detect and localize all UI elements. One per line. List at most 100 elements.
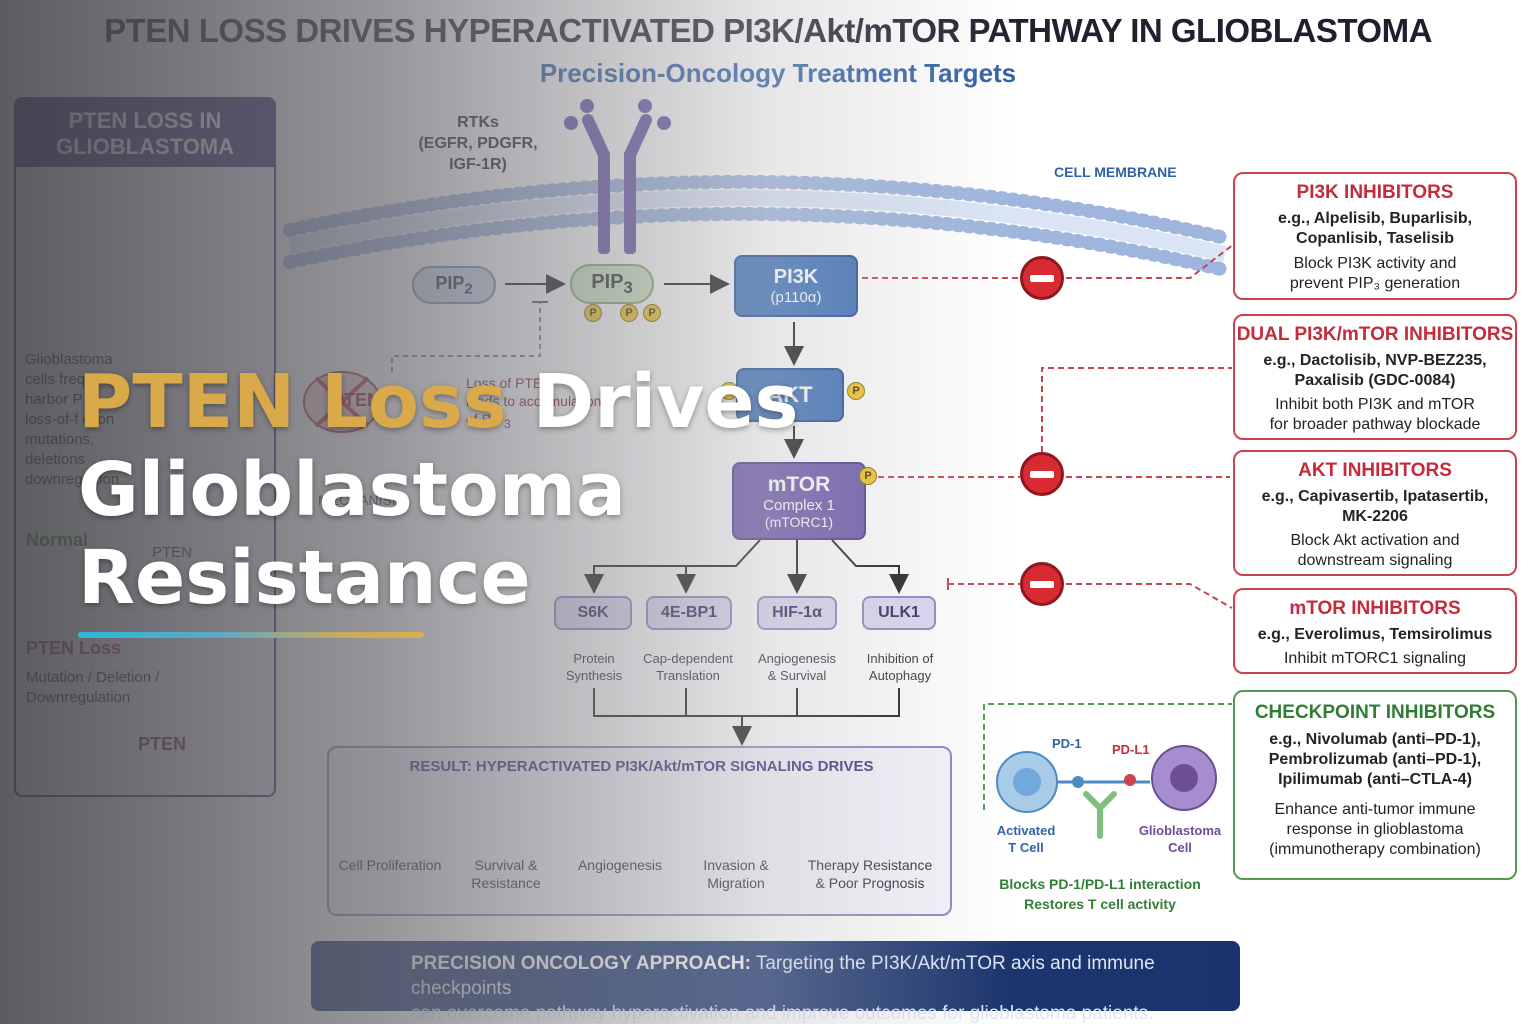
effector-desc-line: & Survival: [767, 668, 827, 683]
hero-accent-bar: [78, 632, 424, 638]
gbm-label-line: Glioblastoma: [1138, 823, 1222, 838]
checkpoint-note-line: Blocks PD-1/PD-L1 interaction: [999, 876, 1201, 892]
effector-desc-line: Angiogenesis: [757, 651, 837, 666]
result-item-survival: Survival & Resistance: [456, 856, 556, 892]
block-icon: [1020, 562, 1064, 606]
glioblastoma-cell-icon: [1151, 745, 1217, 811]
hero-line1: PTEN Loss Drives: [78, 358, 878, 446]
checkpoint-examples: Ipilimumab (anti–CTLA-4): [1278, 771, 1472, 788]
checkpoint-examples: Pembrolizumab (anti–PD-1),: [1268, 751, 1482, 768]
block-icon: [1020, 452, 1064, 496]
checkpoint-title: CHECKPOINT INHIBITORS: [1254, 702, 1496, 723]
rtk-receptor-icon: [564, 99, 671, 254]
rtk-label-line: (EGFR, PDGFR,: [418, 135, 538, 152]
panel-heading-line1: PTEN LOSS IN: [68, 108, 222, 133]
result-item-line: Invasion &: [703, 857, 769, 873]
phosphate-badge: P: [620, 304, 638, 322]
pip3-sub: 3: [623, 277, 633, 297]
pip2-sub: 2: [464, 280, 473, 298]
inhibitor-description: Inhibit mTORC1 signaling: [1283, 650, 1466, 667]
pip3-text: PIP3: [591, 271, 633, 298]
panel-heading-line2: GLIOBLASTOMA: [55, 134, 235, 159]
result-item-angiogenesis: Angiogenesis: [570, 856, 670, 874]
inhibitor-title: PI3K INHIBITORS: [1296, 182, 1454, 203]
dual-pi3k-mtor-inhibitors-card: DUAL PI3K/mTOR INHIBITORS e.g., Dactolis…: [1233, 314, 1517, 440]
pi3k-label: PI3K: [773, 266, 819, 288]
pd1-label: PD-1: [1052, 736, 1082, 751]
akt-inhibitors-card: AKT INHIBITORS e.g., Capivasertib, Ipata…: [1233, 450, 1517, 576]
pten-loss-panel-header: PTEN LOSS IN GLIOBLASTOMA: [16, 99, 274, 167]
inhibitor-title: DUAL PI3K/mTOR INHIBITORS: [1236, 324, 1514, 345]
result-item-invasion: Invasion & Migration: [686, 856, 786, 892]
gbm-label-line: Cell: [1168, 840, 1192, 855]
inhibitor-description: downstream signaling: [1297, 552, 1453, 569]
effector-desc-line: Autophagy: [868, 668, 932, 683]
inhibitor-description: prevent PIP₃ generation: [1289, 275, 1461, 292]
effector-4ebp1-desc: Cap-dependent Translation: [638, 650, 738, 684]
pi3k-node: PI3K (p110α): [734, 255, 858, 317]
hero-accent: PTEN Loss: [78, 359, 508, 445]
result-item-line: Therapy Resistance: [807, 857, 933, 873]
t-cell-label-line: Activated: [996, 823, 1056, 838]
inhibitor-examples: e.g., Dactolisib, NVP-BEZ235,: [1263, 352, 1487, 369]
rtk-label-line: IGF-1R): [449, 156, 507, 173]
antibody-icon: [1083, 791, 1117, 839]
precision-oncology-banner: PRECISION ONCOLOGY APPROACH: Targeting t…: [311, 941, 1240, 1024]
effector-desc-line: Inhibition of: [866, 651, 934, 666]
inhibitor-description: for broader pathway blockade: [1269, 416, 1481, 433]
pten-deleted-label: PTEN: [138, 734, 187, 754]
pten-loss-label: PTEN Loss: [26, 638, 122, 658]
phosphate-badge: P: [584, 304, 602, 322]
glioblastoma-cell-label: Glioblastoma Cell: [1132, 822, 1228, 856]
pip3-label: PIP: [591, 270, 624, 293]
pi3k-subunit: (p110α): [770, 289, 822, 306]
checkpoint-note: Blocks PD-1/PD-L1 interaction Restores T…: [984, 874, 1216, 914]
effector-desc-line: Translation: [656, 668, 720, 683]
effector-ulk1-desc: Inhibition of Autophagy: [852, 650, 948, 684]
result-title: RESULT: HYPERACTIVATED PI3K/Akt/mTOR SIG…: [409, 758, 874, 775]
pi3k-inhibitors-card: PI3K INHIBITORS e.g., Alpelisib, Buparli…: [1233, 172, 1517, 300]
checkpoint-description: (immunotherapy combination): [1269, 841, 1481, 858]
result-item-line: & Poor Prognosis: [815, 875, 925, 891]
pip2-node: PIP2: [412, 266, 496, 304]
result-item-line: Resistance: [471, 875, 541, 891]
mtor-inhibitors-card: mTOR INHIBITORS e.g., Everolimus, Temsir…: [1233, 588, 1517, 674]
pdl1-label: PD-L1: [1112, 742, 1150, 757]
result-item-line: Angiogenesis: [577, 857, 663, 873]
inhibitor-examples: Paxalisib (GDC-0084): [1294, 372, 1456, 389]
inhibitor-examples: e.g., Alpelisib, Buparlisib,: [1277, 210, 1473, 227]
t-cell-label: Activated T Cell: [986, 822, 1066, 856]
pip3-node: PIP3: [570, 264, 654, 304]
t-cell-icon: [996, 751, 1058, 813]
causes-line: Downregulation: [26, 689, 131, 706]
inhibitor-title: AKT INHIBITORS: [1298, 460, 1452, 481]
inhibitor-examples: e.g., Everolimus, Temsirolimus: [1257, 626, 1493, 643]
result-item-line: Migration: [707, 875, 765, 891]
result-item-proliferation: Cell Proliferation: [336, 856, 444, 874]
inhibitor-title: mTOR INHIBITORS: [1289, 598, 1461, 619]
effector-desc-line: Synthesis: [565, 668, 623, 683]
pip2-label: PIP: [435, 272, 465, 293]
effector-desc-line: Cap-dependent: [643, 651, 733, 666]
rtk-label-line: RTKs: [457, 114, 499, 131]
t-cell-label-line: T Cell: [1008, 840, 1044, 855]
pip2-text: PIP2: [435, 273, 472, 298]
pten-loss-causes: Mutation / Deletion / Downregulation: [26, 668, 159, 708]
inhibitor-description: Block Akt activation and: [1290, 532, 1460, 549]
hero-line3: Resistance: [78, 535, 531, 621]
inhibitor-description: Inhibit both PI3K and mTOR: [1275, 396, 1475, 413]
effector-hif1a-desc: Angiogenesis & Survival: [748, 650, 846, 684]
result-item-therapy-resistance: Therapy Resistance & Poor Prognosis: [804, 856, 936, 892]
checkpoint-examples: e.g., Nivolumab (anti–PD-1),: [1269, 731, 1481, 748]
phosphate-badge: P: [643, 304, 661, 322]
causes-line: Mutation / Deletion /: [26, 669, 160, 686]
checkpoint-note-line: Restores T cell activity: [1024, 896, 1176, 912]
inhibitor-examples: MK-2206: [1342, 508, 1408, 525]
banner-line2: can overcome pathway hyperactivation and…: [411, 1003, 1154, 1024]
banner-line1: PRECISION ONCOLOGY APPROACH: Targeting t…: [411, 951, 1240, 1001]
checkpoint-description: Enhance anti-tumor immune: [1274, 801, 1476, 818]
effector-s6k-desc: Protein Synthesis: [548, 650, 640, 684]
effector-desc-line: Protein: [573, 651, 615, 666]
checkpoint-inhibitors-card: CHECKPOINT INHIBITORS e.g., Nivolumab (a…: [1233, 690, 1517, 880]
